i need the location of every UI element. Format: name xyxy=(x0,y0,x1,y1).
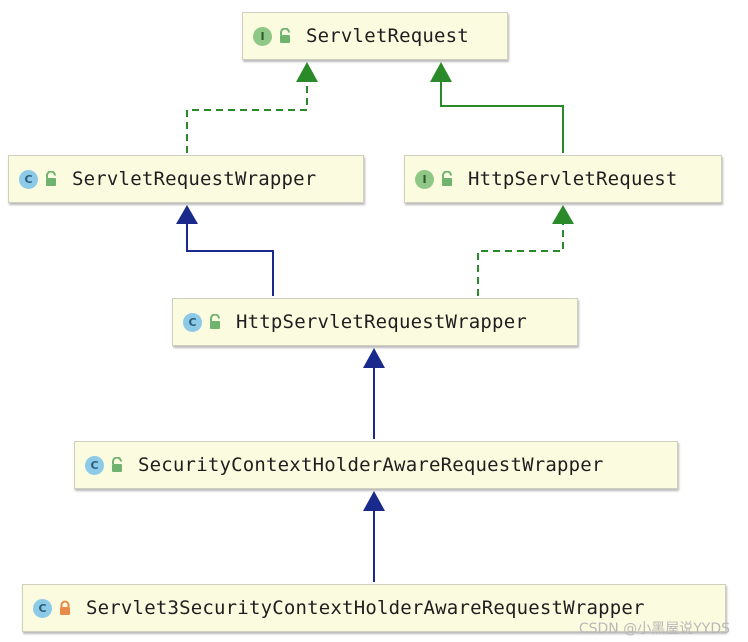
node-security-context-holder-aware-request-wrapper[interactable]: C SecurityContextHolderAwareRequestWrapp… xyxy=(74,441,678,489)
edge-servlet-request-wrapper-to-servlet-request xyxy=(186,62,318,153)
node-servlet-request[interactable]: I ServletRequest xyxy=(242,12,508,60)
class-icon: C xyxy=(19,169,38,189)
class-icon: C xyxy=(85,455,104,475)
edge-http-servlet-request-wrapper-to-http-servlet-request xyxy=(477,205,574,296)
node-label: HttpServletRequestWrapper xyxy=(236,311,527,333)
watermark: CSDN @小黑屋说YYDS xyxy=(578,621,730,637)
node-http-servlet-request-wrapper[interactable]: C HttpServletRequestWrapper xyxy=(172,298,578,346)
public-lock-icon xyxy=(442,171,452,186)
node-label: ServletRequestWrapper xyxy=(72,168,317,190)
edge-http-servlet-request-to-servlet-request xyxy=(430,62,564,153)
public-lock-icon xyxy=(210,314,220,329)
edge-servlet3-wrapper-to-security-wrapper xyxy=(363,491,385,582)
edge-security-wrapper-to-http-servlet-request-wrapper xyxy=(363,348,385,439)
public-lock-icon xyxy=(46,171,56,186)
node-servlet-request-wrapper[interactable]: C ServletRequestWrapper xyxy=(8,155,364,203)
node-label: SecurityContextHolderAwareRequestWrapper xyxy=(138,454,604,476)
node-servlet3-security-context-holder-aware-request-wrapper[interactable]: C Servlet3SecurityContextHolderAwareRequ… xyxy=(22,584,726,632)
public-lock-icon xyxy=(112,457,122,472)
class-icon: C xyxy=(33,598,52,618)
node-label: Servlet3SecurityContextHolderAwareReques… xyxy=(86,597,645,619)
node-label: ServletRequest xyxy=(306,25,469,47)
interface-icon: I xyxy=(415,169,434,189)
private-lock-icon xyxy=(60,600,70,615)
interface-icon: I xyxy=(253,26,272,46)
node-label: HttpServletRequest xyxy=(468,168,678,190)
class-icon: C xyxy=(183,312,202,332)
public-lock-icon xyxy=(280,28,290,43)
edge-http-servlet-request-wrapper-to-servlet-request-wrapper xyxy=(176,205,274,296)
node-http-servlet-request[interactable]: I HttpServletRequest xyxy=(404,155,722,203)
